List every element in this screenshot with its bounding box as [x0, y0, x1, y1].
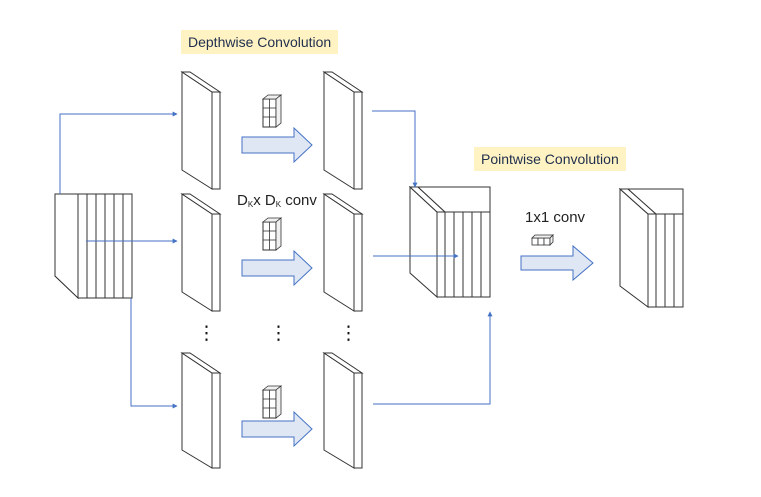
depthwise-input-slice-middle: [180, 193, 222, 312]
dk-subscript-2: K: [275, 200, 282, 209]
depthwise-kernel-icon-top: [261, 94, 283, 128]
depthwise-output-slice-top: [322, 71, 364, 190]
depthwise-kernel-icon-bottom: [261, 385, 283, 419]
connector-top-output-to-concat: [372, 110, 418, 188]
block-arrow-depthwise-middle: [241, 249, 313, 287]
depthwise-input-slice-bottom: [180, 352, 222, 469]
connector-input-to-bottom-slice: [130, 298, 178, 409]
output-feature-map: [618, 187, 684, 308]
pointwise-convolution-title: Pointwise Convolution: [474, 147, 626, 171]
dk-times: x: [253, 192, 261, 209]
dk-subscript-1: K: [247, 200, 254, 209]
concatenated-feature-map: [408, 185, 491, 299]
block-arrow-depthwise-top: [241, 126, 313, 164]
ellipsis-kernel-column: ⋮: [269, 322, 288, 344]
pointwise-conv-size-label: 1x1 conv: [525, 209, 586, 226]
depthwise-conv-size-label: DKx DK conv: [237, 192, 317, 209]
dk-conv-word: conv: [285, 192, 317, 209]
depthwise-convolution-title: Depthwise Convolution: [181, 30, 339, 54]
input-feature-map: [54, 193, 133, 300]
connector-bottom-output-to-concat: [373, 311, 493, 405]
dk-d-2: D: [264, 192, 276, 209]
ellipsis-output-column: ⋮: [339, 322, 358, 344]
depthwise-output-slice-middle: [322, 193, 364, 312]
block-arrow-pointwise: [520, 244, 594, 282]
depthwise-input-slice-top: [180, 71, 222, 190]
block-arrow-depthwise-bottom: [241, 410, 313, 448]
depthwise-kernel-icon-middle: [261, 217, 283, 251]
dk-d-1: D: [237, 192, 248, 209]
connector-input-to-top-slice: [59, 111, 178, 194]
pointwise-kernel-icon: [531, 234, 554, 246]
ellipsis-input-column: ⋮: [197, 322, 216, 344]
depthwise-output-slice-bottom: [322, 352, 364, 469]
